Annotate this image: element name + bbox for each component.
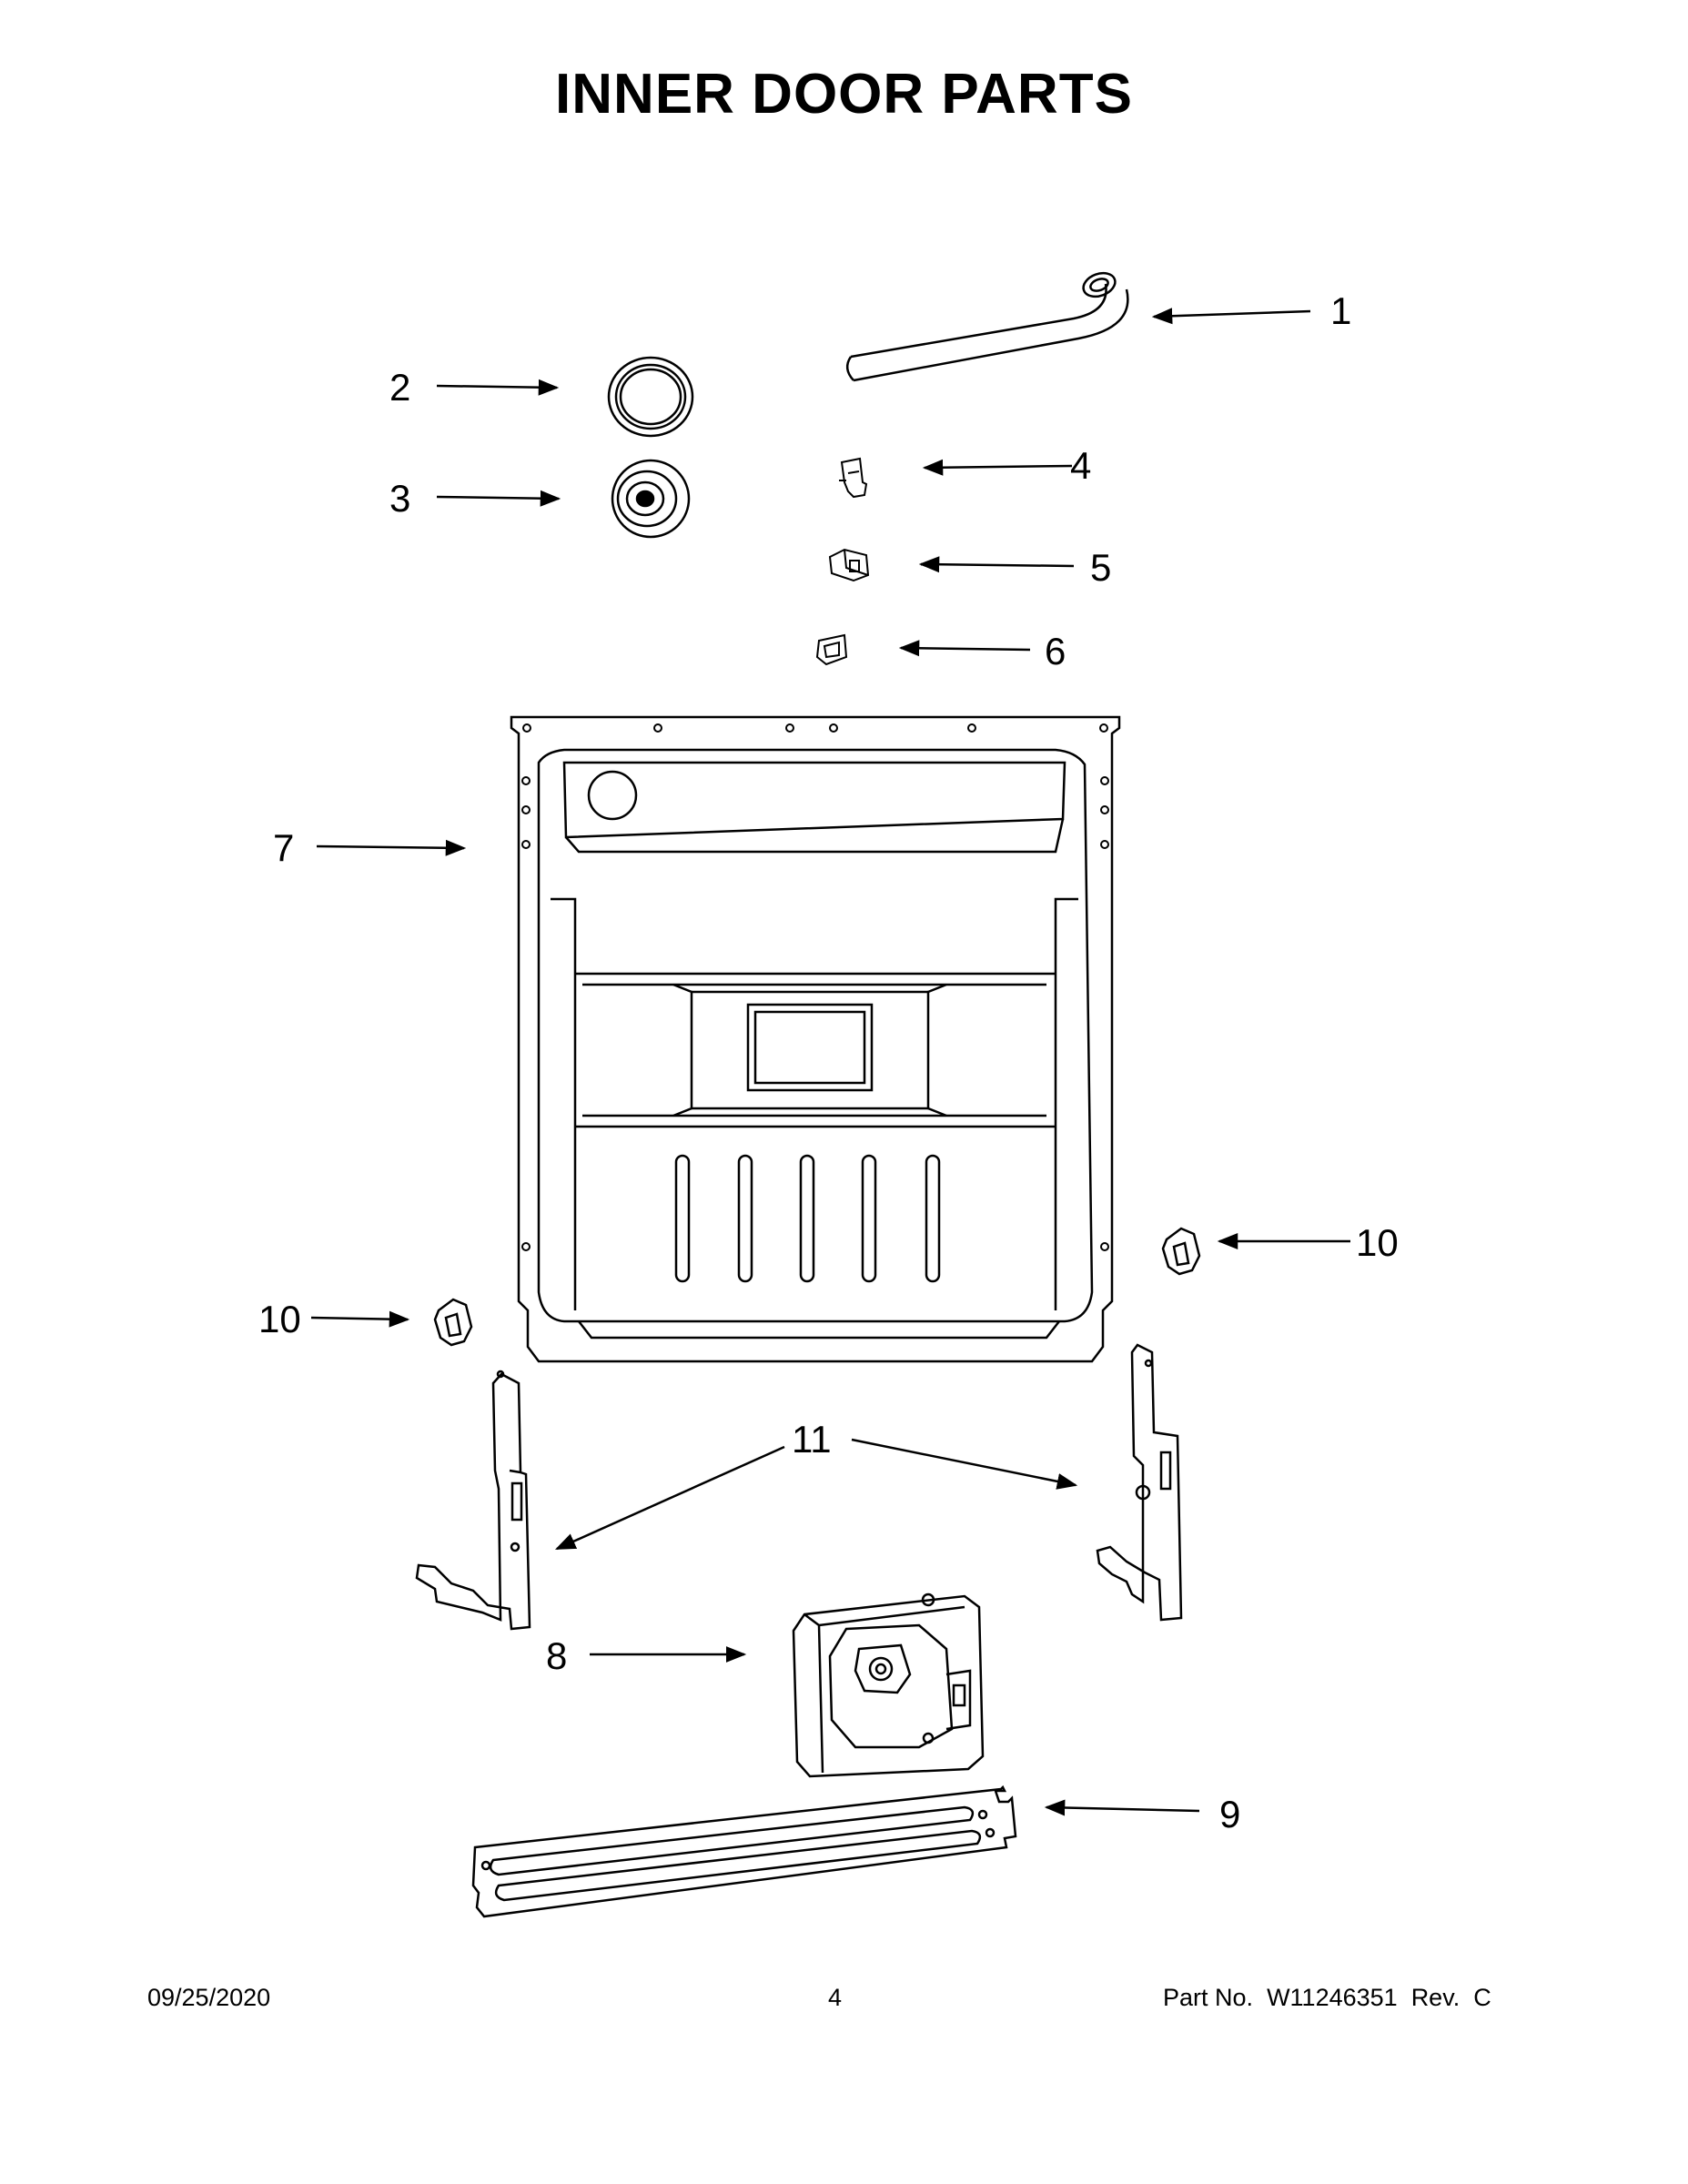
part-11-hinge-left (415, 1370, 531, 1631)
callout-6: 6 (1045, 630, 1066, 672)
callout-2: 2 (389, 366, 410, 409)
part-10-clip-left (433, 1298, 473, 1347)
part-number-value: W11246351 (1267, 1984, 1398, 2011)
part-11-hinge-right (1096, 1343, 1183, 1622)
callout-10-left: 10 (258, 1298, 301, 1340)
arrow-4 (922, 459, 1073, 476)
callout-4: 4 (1070, 444, 1091, 487)
callout-10-right: 10 (1356, 1221, 1399, 1264)
callout-3: 3 (389, 477, 410, 520)
arrow-7 (316, 839, 467, 856)
callout-7: 7 (273, 826, 294, 869)
arrow-2 (436, 379, 560, 396)
arrow-5 (918, 556, 1075, 573)
arrow-11-right (851, 1438, 1078, 1490)
arrow-9 (1044, 1799, 1200, 1816)
part-1-hose (845, 271, 1129, 382)
part-3-cap (611, 459, 691, 539)
arrow-3 (436, 490, 561, 507)
revision-label: Rev. (1410, 1984, 1461, 2011)
part-4-clip (839, 457, 868, 499)
part-5-block (828, 548, 870, 582)
callout-arrows (310, 308, 1350, 1816)
callout-1: 1 (1330, 289, 1351, 332)
footer-date: 09/25/2020 (147, 1984, 271, 2011)
arrow-1 (1151, 308, 1311, 325)
part-2-gasket (607, 356, 694, 438)
part-7-inner-door (510, 715, 1121, 1363)
callout-5: 5 (1090, 546, 1111, 589)
revision-value: C (1473, 1984, 1491, 2011)
footer-part-number: Part No. W11246351 Rev. C (1163, 1984, 1491, 2012)
callout-8: 8 (546, 1634, 567, 1677)
footer-page-number: 4 (828, 1984, 843, 2011)
part-8-dispenser (792, 1592, 985, 1778)
callout-11: 11 (792, 1418, 832, 1461)
arrow-11-left (554, 1445, 785, 1551)
arrow-10-left (310, 1310, 410, 1328)
part-10-clip-right (1161, 1227, 1201, 1276)
page-title: INNER DOOR PARTS (555, 63, 1133, 126)
arrow-6 (898, 640, 1031, 657)
callout-9: 9 (1219, 1793, 1240, 1835)
part-6-pad (815, 633, 848, 666)
part-number-label: Part No. (1163, 1984, 1254, 2011)
callout-numbers: 1 2 3 4 5 6 7 10 10 11 8 9 (258, 289, 1399, 1835)
part-9-bracket (471, 1785, 1017, 1918)
